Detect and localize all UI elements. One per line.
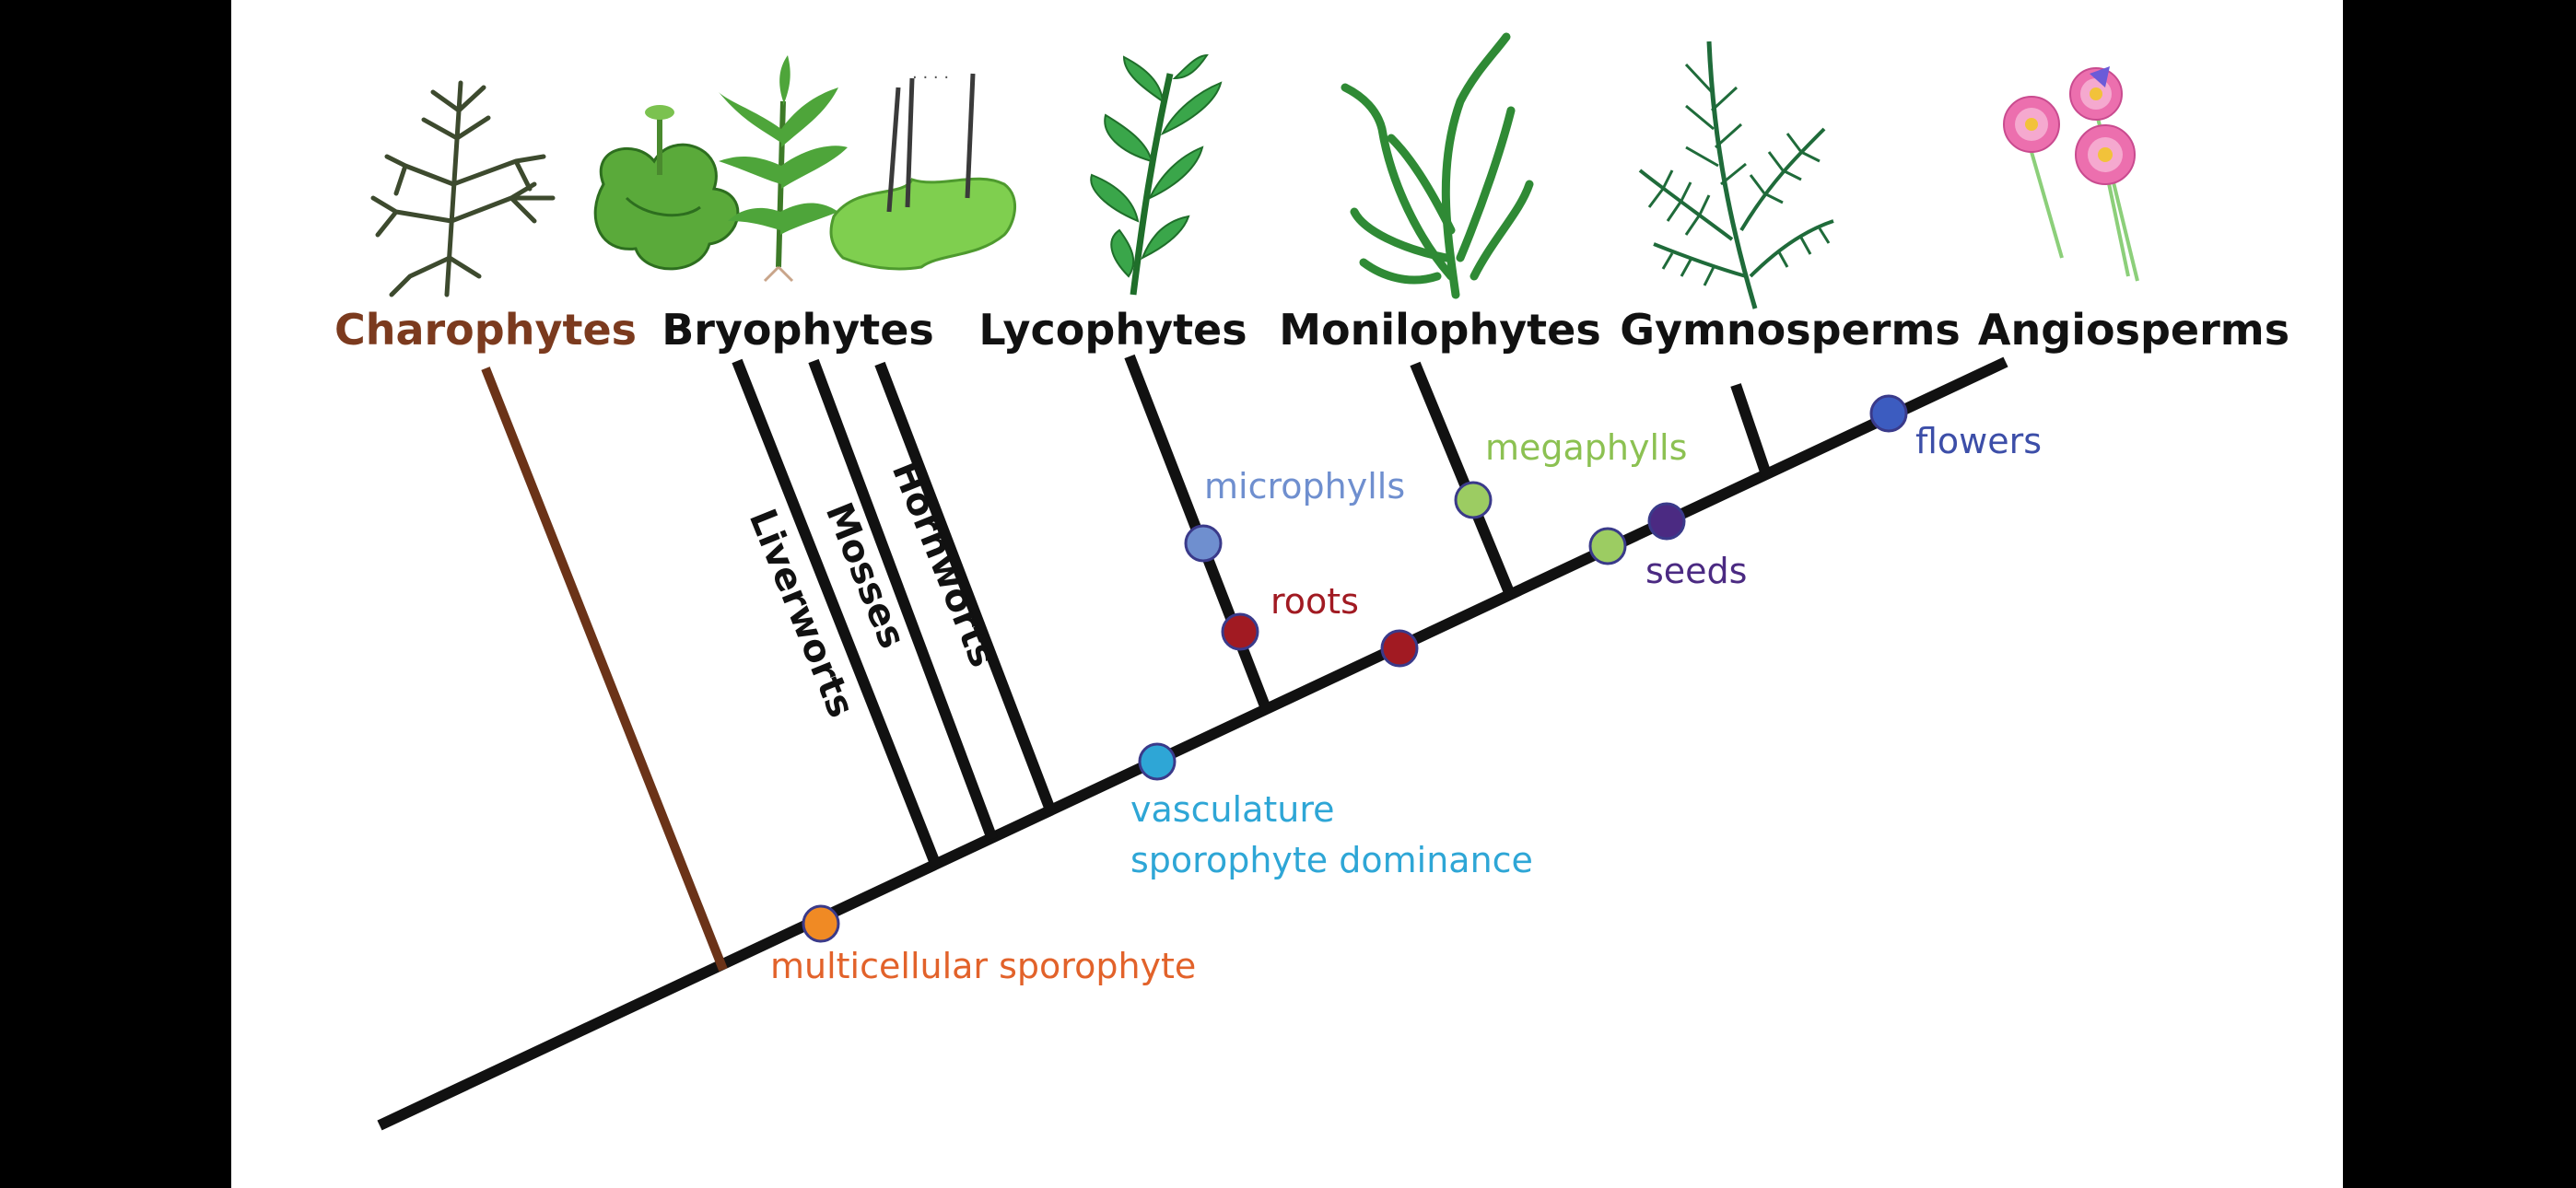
moss-branch [808,358,998,842]
taxon-label-gymnosperms: Gymnosperms [1620,305,1961,355]
taxon-label-lycophytes: Lycophytes [978,305,1247,355]
megaphylls-marker-monilophyte [1454,481,1493,519]
main-trunk [377,356,2008,1131]
megaphylls-label: megaphylls [1485,427,1687,468]
trait-markers [802,394,1908,943]
roots-marker-trunk [1380,629,1419,668]
moss-plant-icon [719,55,848,283]
roots-label: roots [1270,581,1359,622]
taxon-label-angiosperms: Angiosperms [1978,305,2289,355]
tree-branches [377,354,2008,1131]
multicellular-sporophyte-label: multicellular sporophyte [770,946,1196,986]
gymnosperm-branch [1730,383,1773,479]
charophyte-branch [481,367,728,972]
taxon-labels: Charophytes Bryophytes Lycophytes Monilo… [334,305,2289,355]
megaphylls-marker-trunk [1588,527,1627,565]
hornwort-plant-icon: · · · · [829,68,1017,271]
angiosperm-flower-icon [2003,66,2139,282]
monilophyte-branch [1410,361,1516,600]
taxon-label-charophytes: Charophytes [334,305,637,355]
liverwort-plant-icon [593,105,740,271]
taxon-label-bryophytes: Bryophytes [662,305,934,355]
seeds-label: seeds [1645,551,1747,591]
svg-text:· · · ·: · · · · [912,68,949,87]
microphylls-label: microphylls [1204,466,1405,507]
charophyte-plant-icon [370,80,556,297]
flowers-marker [1869,394,1908,433]
liverwort-branch [732,358,942,868]
multicellular-sporophyte-marker [802,904,840,943]
seeds-marker [1647,502,1686,541]
gymnosperm-plant-icon [1638,41,1834,309]
roots-marker-lycophyte [1221,612,1259,651]
flowers-label: flowers [1915,421,2042,461]
taxon-label-monilophytes: Monilophytes [1279,305,1601,355]
hornwort-branch [874,361,1057,815]
diagram-panel [231,0,2343,1188]
bryophyte-group-labels: Liverworts Mosses Hornworts [741,456,1004,724]
lycophyte-plant-icon [1090,53,1223,296]
sporophyte-dominance-label: sporophyte dominance [1130,840,1533,880]
vasculature-marker [1138,742,1177,781]
fern-plant-icon [1341,32,1534,299]
vasculature-label: vasculature [1130,789,1335,830]
microphylls-marker [1184,524,1223,563]
trait-labels: multicellular sporophyte vasculature spo… [770,421,2042,986]
